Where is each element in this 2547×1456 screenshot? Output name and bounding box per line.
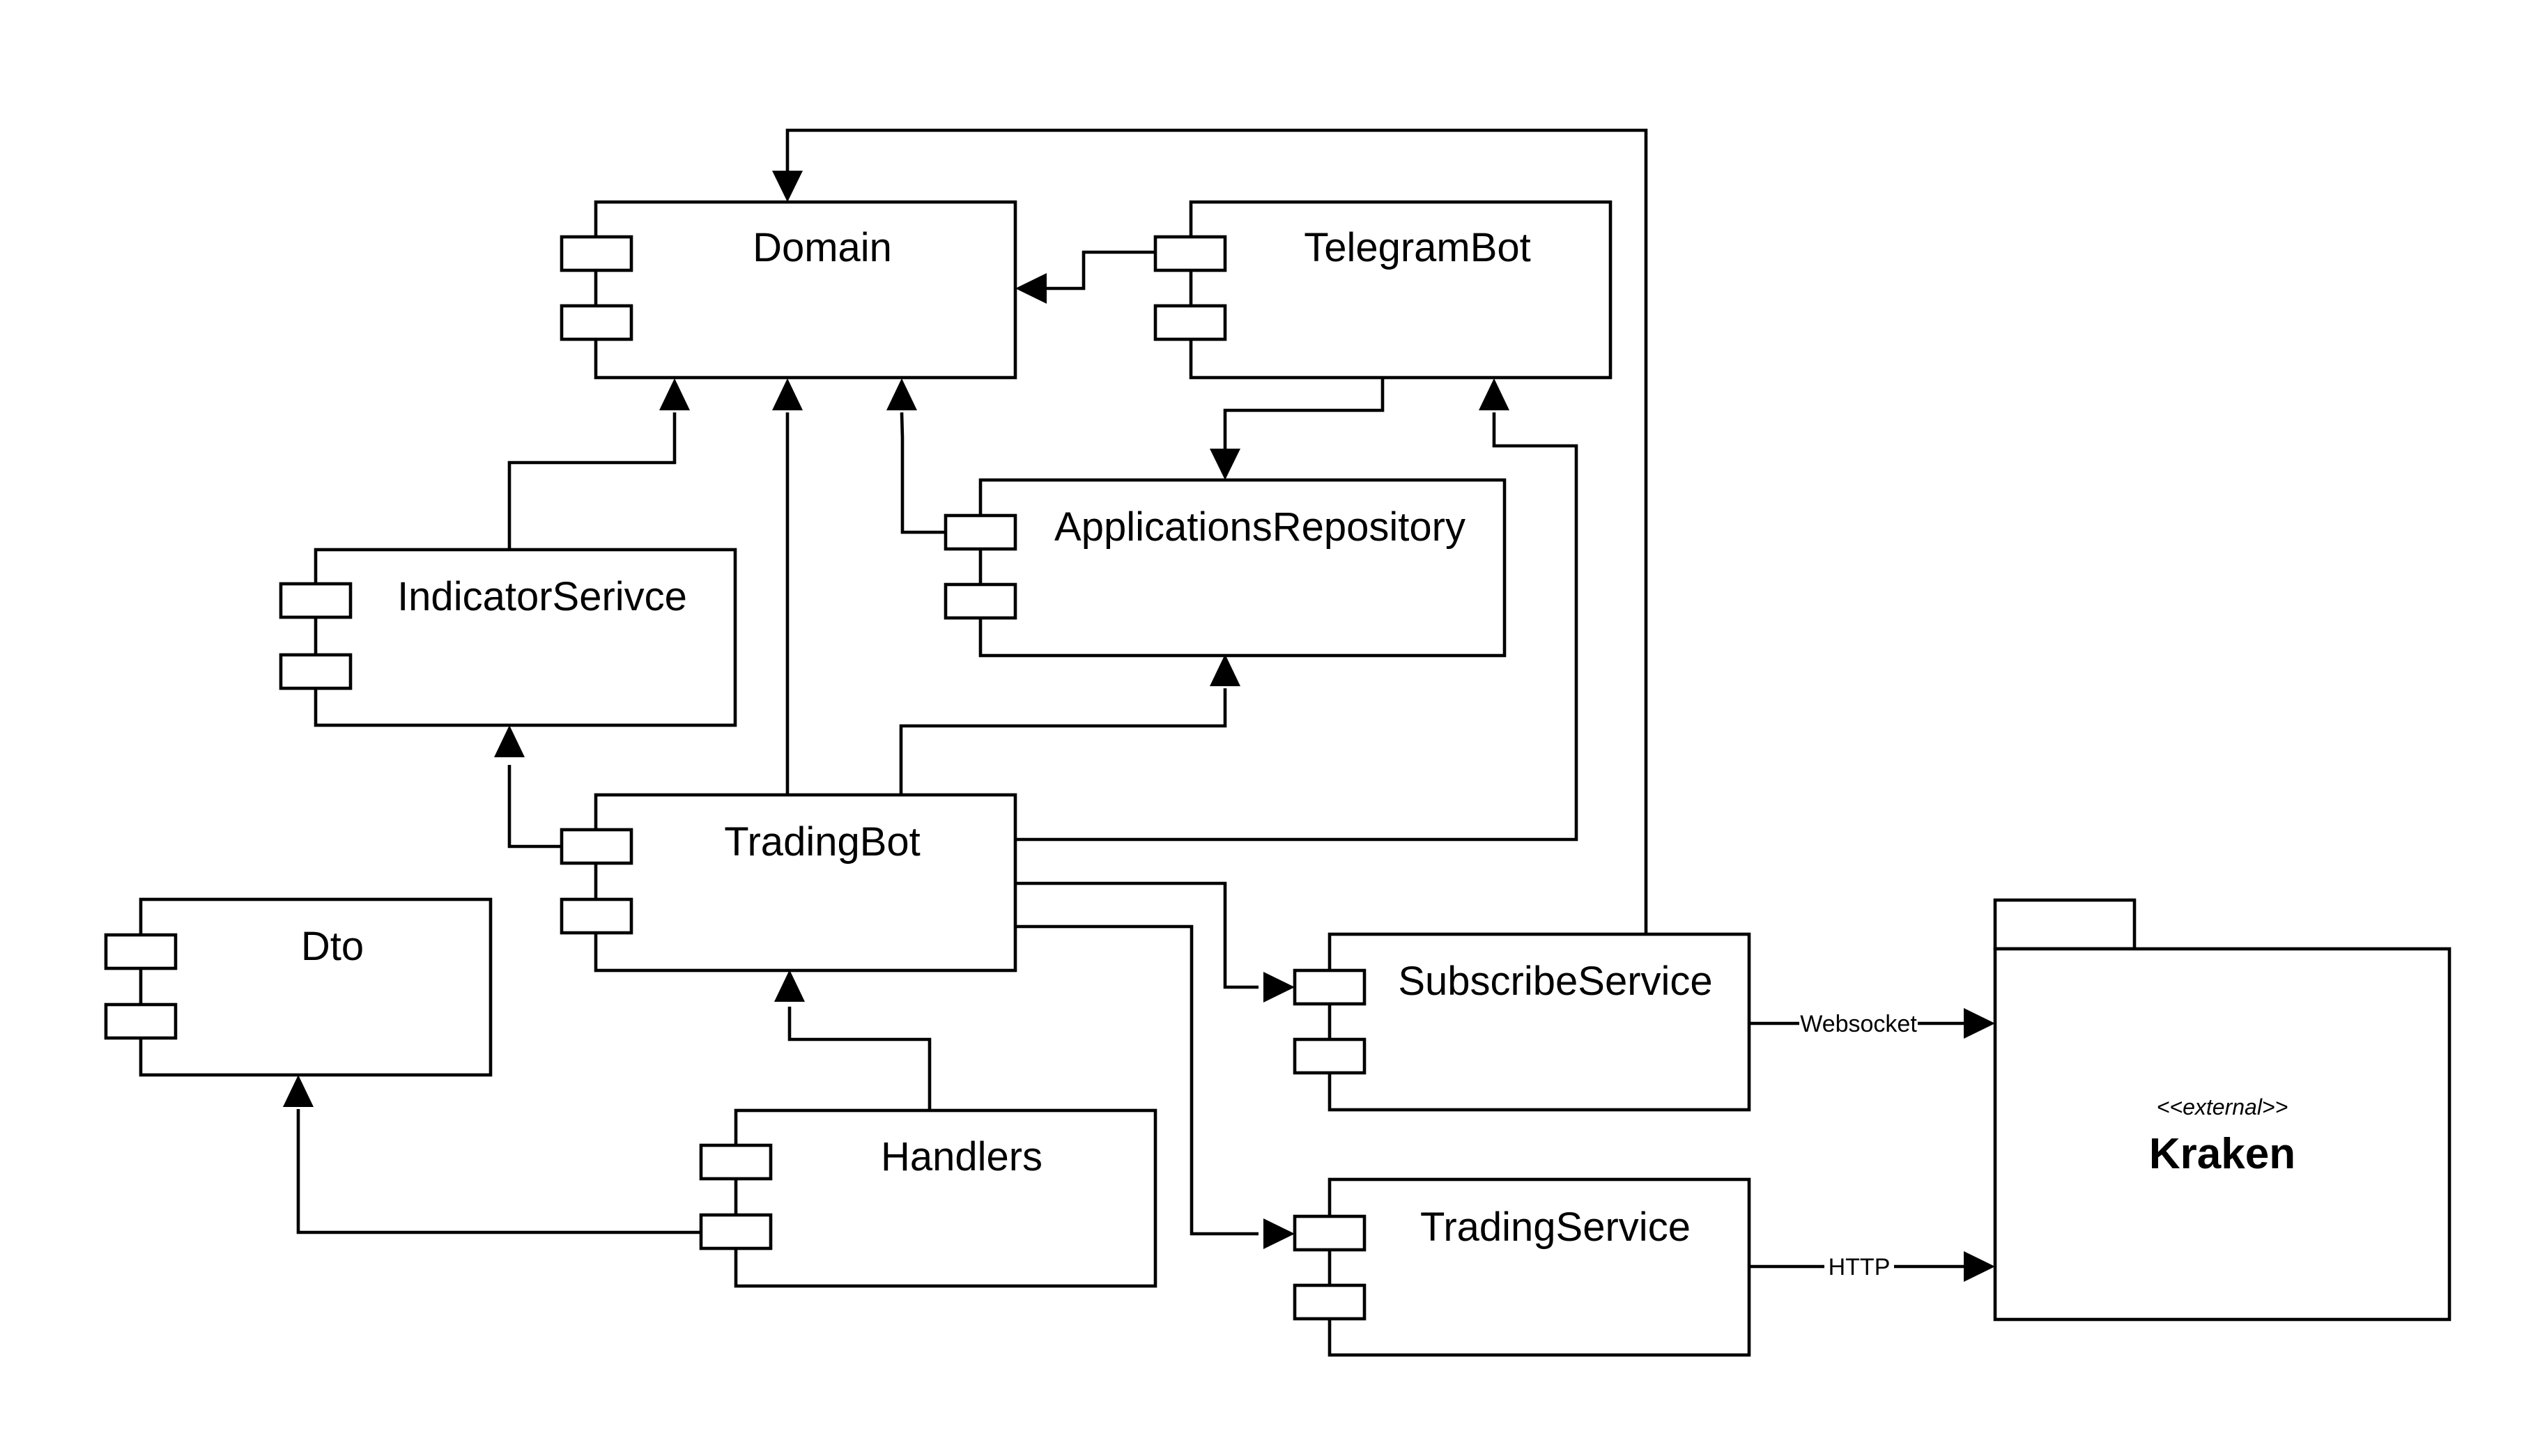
edge-tradingbot-to-subscribeservice [1017,881,1259,989]
arrowhead-right-kraken-http [1964,1251,1995,1282]
component-port-icon [1293,968,1367,1006]
component-port-icon [104,1002,178,1040]
component-handlers[interactable]: Handlers [699,1108,1157,1288]
package-tab [1993,898,2137,951]
edge-tradingbot-to-tradingservice [1017,924,1259,1236]
component-applicationsrepository[interactable]: ApplicationsRepository [944,478,1507,658]
component-port-icon [944,513,1017,551]
component-box [139,897,493,1077]
component-tradingbot[interactable]: TradingBot [560,793,1017,973]
arrowhead-up-telegrambot-bottom [1479,378,1509,410]
arrowhead-up-applicationsrepository-bottom [1210,654,1240,686]
component-box [1328,932,1751,1112]
component-box [978,478,1507,658]
component-port-icon [279,582,353,619]
component-telegrambot[interactable]: TelegramBot [1153,200,1613,380]
edge-telegrambot-to-applicationsrepository [1223,376,1385,450]
component-port-icon [1153,304,1227,341]
component-label: TradingService [1420,1205,1691,1250]
edge-handlers-to-tradingbot [787,1007,932,1110]
component-port-icon [1293,1283,1367,1321]
component-port-icon [699,1213,773,1250]
component-port-icon [944,582,1017,620]
component-box [1328,1177,1751,1357]
edge-indicatorservice-to-domain [507,412,677,550]
component-port-icon [560,897,633,935]
component-box [734,1108,1157,1288]
component-subscribeservice[interactable]: SubscribeService [1293,932,1751,1112]
arrowhead-up-dto-bottom [283,1075,314,1107]
component-port-icon [699,1143,773,1181]
edge-label-http: HTTP [1829,1254,1891,1280]
edge-label-websocket-group: Websocket [1799,1009,1918,1037]
component-label: Domain [753,225,892,270]
arrowhead-up-domain-bottom-b [659,378,690,410]
component-label: Handlers [881,1134,1042,1179]
edge-label-http-group: HTTP [1824,1253,1894,1280]
edge-subscribeservice-to-domain [785,128,1648,934]
arrowhead-down-applicationsrepository-top [1210,449,1240,480]
arrowhead-up-indicatorservice-bottom [494,725,525,757]
package-name: Kraken [2149,1130,2295,1178]
component-indicatorservice[interactable]: IndicatorSerivce [279,548,737,727]
edge-label-background [1824,1253,1894,1280]
arrowhead-down-domain-top [772,171,803,202]
component-label: Dto [301,924,364,969]
component-dto[interactable]: Dto [104,897,493,1077]
arrowhead-up-domain-bottom-a [886,378,917,410]
component-port-icon [560,235,633,272]
edge-tradingbot-to-telegrambot [1017,412,1578,842]
arrowhead-right-tradingservice [1263,1218,1295,1249]
edge-applicationsrepository-to-domain [900,412,946,534]
edge-label-websocket: Websocket [1800,1011,1917,1037]
component-box [314,548,737,727]
arrowhead-up-tradingbot-bottom [774,970,805,1002]
package-kraken[interactable]: <<external>> Kraken [1993,898,2452,1322]
arrowhead-right-kraken-websocket [1964,1008,1995,1039]
edge-tradingbot-to-indicatorservice [507,765,562,849]
component-domain[interactable]: Domain [560,200,1017,380]
component-port-icon [1293,1037,1367,1075]
component-box [594,200,1017,380]
edge-telegrambot-to-domain [1037,250,1155,291]
component-port-icon [560,828,633,865]
component-label: SubscribeService [1398,959,1712,1004]
component-label: TradingBot [724,819,921,865]
component-label: ApplicationsRepository [1054,504,1465,550]
component-tradingservice[interactable]: TradingService [1293,1177,1751,1357]
component-label: TelegramBot [1304,225,1531,270]
component-port-icon [560,304,633,341]
component-box [1189,200,1613,380]
package-stereotype: <<external>> [2157,1094,2288,1120]
edge-label-background [1799,1009,1918,1037]
arrowheads [283,171,1995,1282]
package-body [1993,947,2452,1322]
edge-handlers-to-dto [296,1109,701,1234]
component-port-icon [279,653,353,690]
component-port-icon [1293,1214,1367,1252]
component-box [594,793,1017,973]
arrowhead-up-domain-bottom-c [772,378,803,410]
component-port-icon [1153,235,1227,272]
component-label: IndicatorSerivce [397,574,687,619]
arrowhead-right-subscribeservice [1263,972,1295,1002]
arrowhead-left-domain-right [1015,273,1047,304]
edge-tradingbot-to-applicationsrepository [899,688,1227,795]
component-port-icon [104,933,178,970]
